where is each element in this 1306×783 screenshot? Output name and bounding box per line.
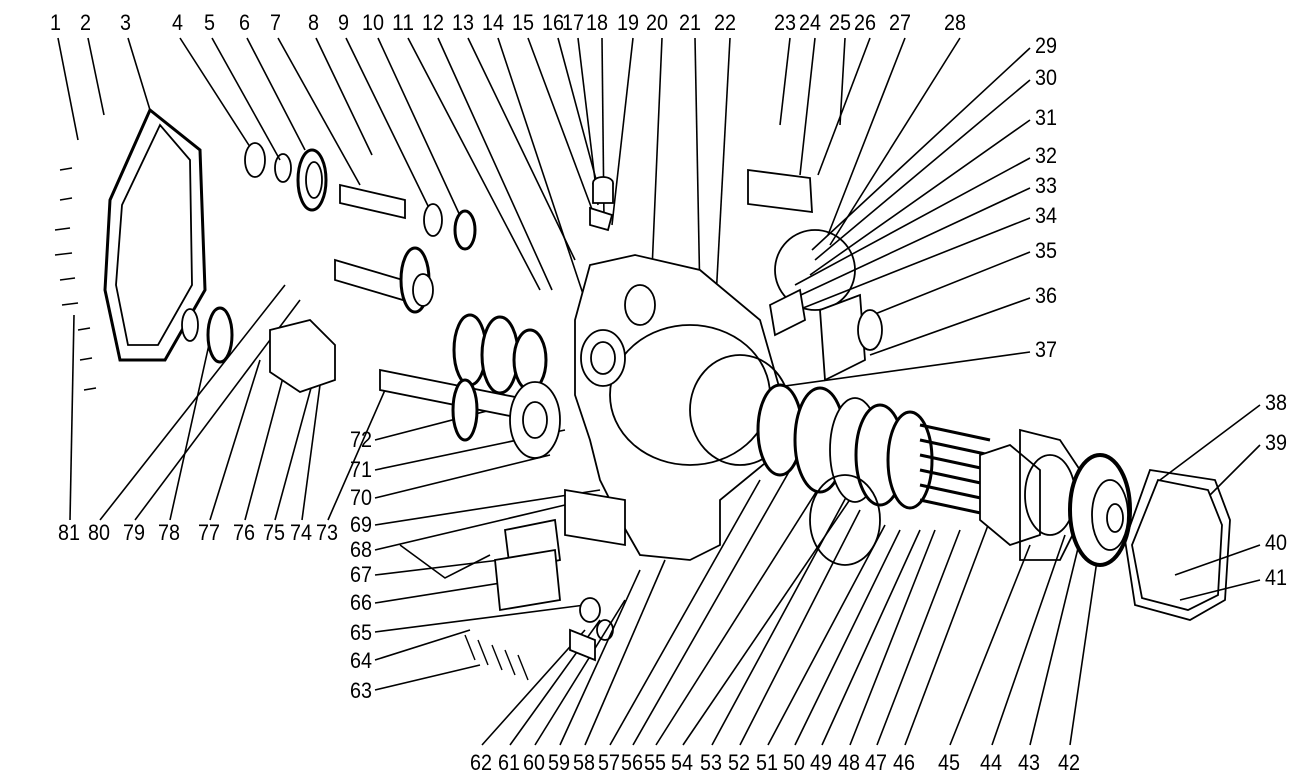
part-label-62: 62 <box>470 750 492 775</box>
part-label-26: 26 <box>854 10 876 35</box>
part-label-31: 31 <box>1035 105 1057 130</box>
part-label-45: 45 <box>938 750 960 775</box>
part-label-49: 49 <box>810 750 832 775</box>
part-label-54: 54 <box>671 750 693 775</box>
part-label-27: 27 <box>889 10 911 35</box>
part-label-3: 3 <box>120 10 131 35</box>
part-label-29: 29 <box>1035 33 1057 58</box>
part-label-73: 73 <box>316 520 338 545</box>
part-label-67: 67 <box>350 562 372 587</box>
part-label-17: 17 <box>562 10 584 35</box>
part-label-64: 64 <box>350 648 372 673</box>
part-label-57: 57 <box>598 750 620 775</box>
part-label-18: 18 <box>586 10 608 35</box>
part-label-24: 24 <box>799 10 821 35</box>
part-label-42: 42 <box>1058 750 1080 775</box>
part-label-44: 44 <box>980 750 1002 775</box>
part-label-36: 36 <box>1035 283 1057 308</box>
part-label-43: 43 <box>1018 750 1040 775</box>
part-label-56: 56 <box>621 750 643 775</box>
part-label-41: 41 <box>1265 565 1287 590</box>
parts <box>54 107 1231 681</box>
part-label-15: 15 <box>512 10 534 35</box>
part-label-78: 78 <box>158 520 180 545</box>
part-label-11: 11 <box>392 10 414 35</box>
part-label-66: 66 <box>350 590 372 615</box>
part-label-70: 70 <box>350 485 372 510</box>
part-label-4: 4 <box>172 10 183 35</box>
part-label-61: 61 <box>498 750 520 775</box>
part-label-21: 21 <box>679 10 701 35</box>
part-label-6: 6 <box>239 10 250 35</box>
part-label-23: 23 <box>774 10 796 35</box>
part-label-48: 48 <box>838 750 860 775</box>
part-label-58: 58 <box>573 750 595 775</box>
leader-lines <box>57 37 1261 746</box>
part-label-34: 34 <box>1035 203 1057 228</box>
part-label-10: 10 <box>362 10 384 35</box>
part-label-69: 69 <box>350 512 372 537</box>
part-label-76: 76 <box>233 520 255 545</box>
part-label-33: 33 <box>1035 173 1057 198</box>
part-label-20: 20 <box>646 10 668 35</box>
part-label-60: 60 <box>523 750 545 775</box>
part-label-1: 1 <box>50 10 61 35</box>
part-label-59: 59 <box>548 750 570 775</box>
part-label-80: 80 <box>88 520 110 545</box>
part-label-5: 5 <box>204 10 215 35</box>
part-label-16: 16 <box>542 10 564 35</box>
part-label-79: 79 <box>123 520 145 545</box>
part-label-72: 72 <box>350 427 372 452</box>
part-label-63: 63 <box>350 678 372 703</box>
part-label-53: 53 <box>700 750 722 775</box>
part-label-50: 50 <box>783 750 805 775</box>
part-label-75: 75 <box>263 520 285 545</box>
part-label-32: 32 <box>1035 143 1057 168</box>
part-label-38: 38 <box>1265 390 1287 415</box>
part-label-25: 25 <box>829 10 851 35</box>
part-label-37: 37 <box>1035 337 1057 362</box>
part-label-81: 81 <box>58 520 80 545</box>
part-label-52: 52 <box>728 750 750 775</box>
part-label-39: 39 <box>1265 430 1287 455</box>
part-label-77: 77 <box>198 520 220 545</box>
part-label-9: 9 <box>338 10 349 35</box>
part-label-14: 14 <box>482 10 504 35</box>
part-label-12: 12 <box>422 10 444 35</box>
part-label-46: 46 <box>893 750 915 775</box>
part-label-8: 8 <box>308 10 319 35</box>
part-label-28: 28 <box>944 10 966 35</box>
part-label-13: 13 <box>452 10 474 35</box>
part-label-65: 65 <box>350 620 372 645</box>
part-label-51: 51 <box>756 750 778 775</box>
part-label-40: 40 <box>1265 530 1287 555</box>
part-label-47: 47 <box>865 750 887 775</box>
part-label-68: 68 <box>350 537 372 562</box>
part-label-2: 2 <box>80 10 91 35</box>
part-label-22: 22 <box>714 10 736 35</box>
part-label-7: 7 <box>270 10 281 35</box>
part-label-35: 35 <box>1035 238 1057 263</box>
part-label-30: 30 <box>1035 65 1057 90</box>
part-label-74: 74 <box>290 520 312 545</box>
part-label-71: 71 <box>350 457 372 482</box>
part-label-55: 55 <box>644 750 666 775</box>
part-label-19: 19 <box>617 10 639 35</box>
